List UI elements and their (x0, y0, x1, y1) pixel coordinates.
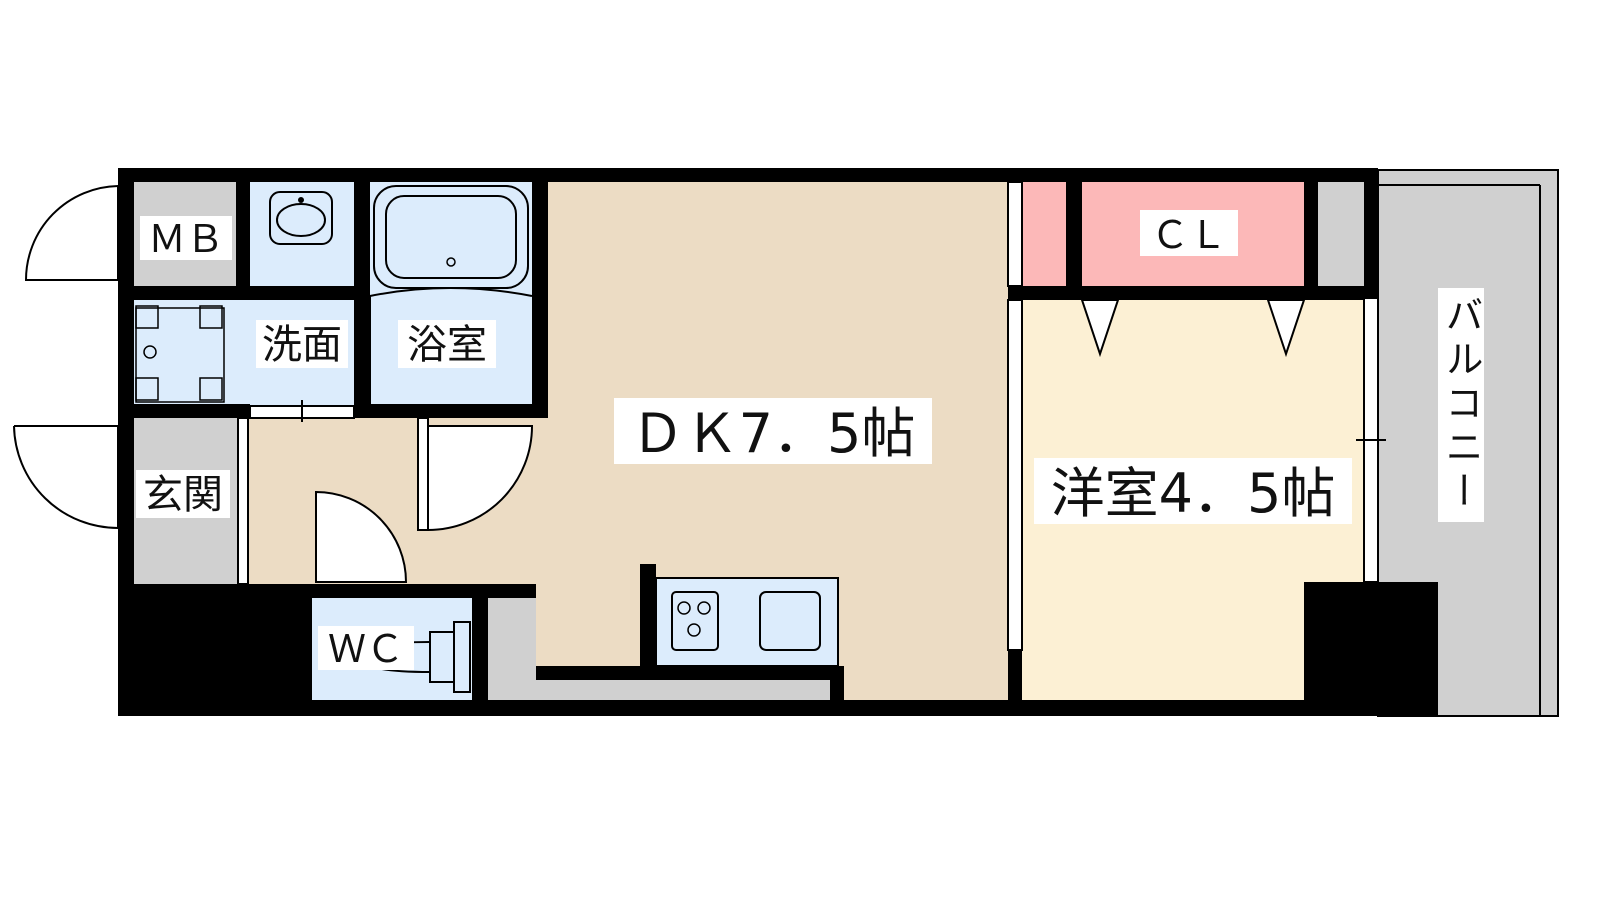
label-wc-text: ＷＣ (328, 627, 404, 671)
mb-door (24, 185, 119, 281)
pipe-space (1318, 182, 1364, 286)
label-entrance: 玄関 (136, 470, 230, 518)
partition-sliding-door (1007, 181, 1023, 651)
sink-icon (759, 591, 821, 651)
washer-area (134, 300, 250, 406)
kitchen-strip-bottom (488, 680, 830, 700)
washing-machine-icon (135, 305, 225, 403)
label-washroom-text: 洗面 (262, 322, 342, 368)
label-entrance-text: 玄関 (143, 472, 223, 518)
label-balcony: バルコニー (1438, 288, 1484, 522)
balcony-window (1356, 297, 1386, 583)
bathtub-icon (373, 185, 529, 289)
label-dk: ＤＫ7．5帖 (614, 398, 932, 465)
inner-walls (118, 182, 1364, 716)
label-mb: ＭＢ (140, 216, 232, 261)
washbasin-icon (269, 191, 333, 245)
label-western-room: 洋室4．5帖 (1034, 458, 1352, 525)
entrance-door (13, 425, 119, 529)
label-closet: ＣＬ (1140, 210, 1238, 257)
label-washroom: 洗面 (256, 320, 348, 368)
wc-door (315, 490, 408, 583)
column-right (1304, 582, 1438, 716)
label-bathroom: 浴室 (398, 320, 496, 368)
label-mb-text: ＭＢ (148, 217, 224, 261)
label-balcony-text: バルコニー (1439, 295, 1483, 515)
label-dk-text: ＤＫ7．5帖 (631, 402, 916, 465)
label-bathroom-text: 浴室 (407, 322, 487, 368)
dk-door (427, 425, 534, 532)
label-wc: ＷＣ (318, 626, 414, 671)
stove-icon (671, 591, 719, 651)
closet-side (1022, 182, 1066, 286)
label-closet-text: ＣＬ (1151, 213, 1227, 257)
label-western-room-text: 洋室4．5帖 (1051, 462, 1336, 525)
